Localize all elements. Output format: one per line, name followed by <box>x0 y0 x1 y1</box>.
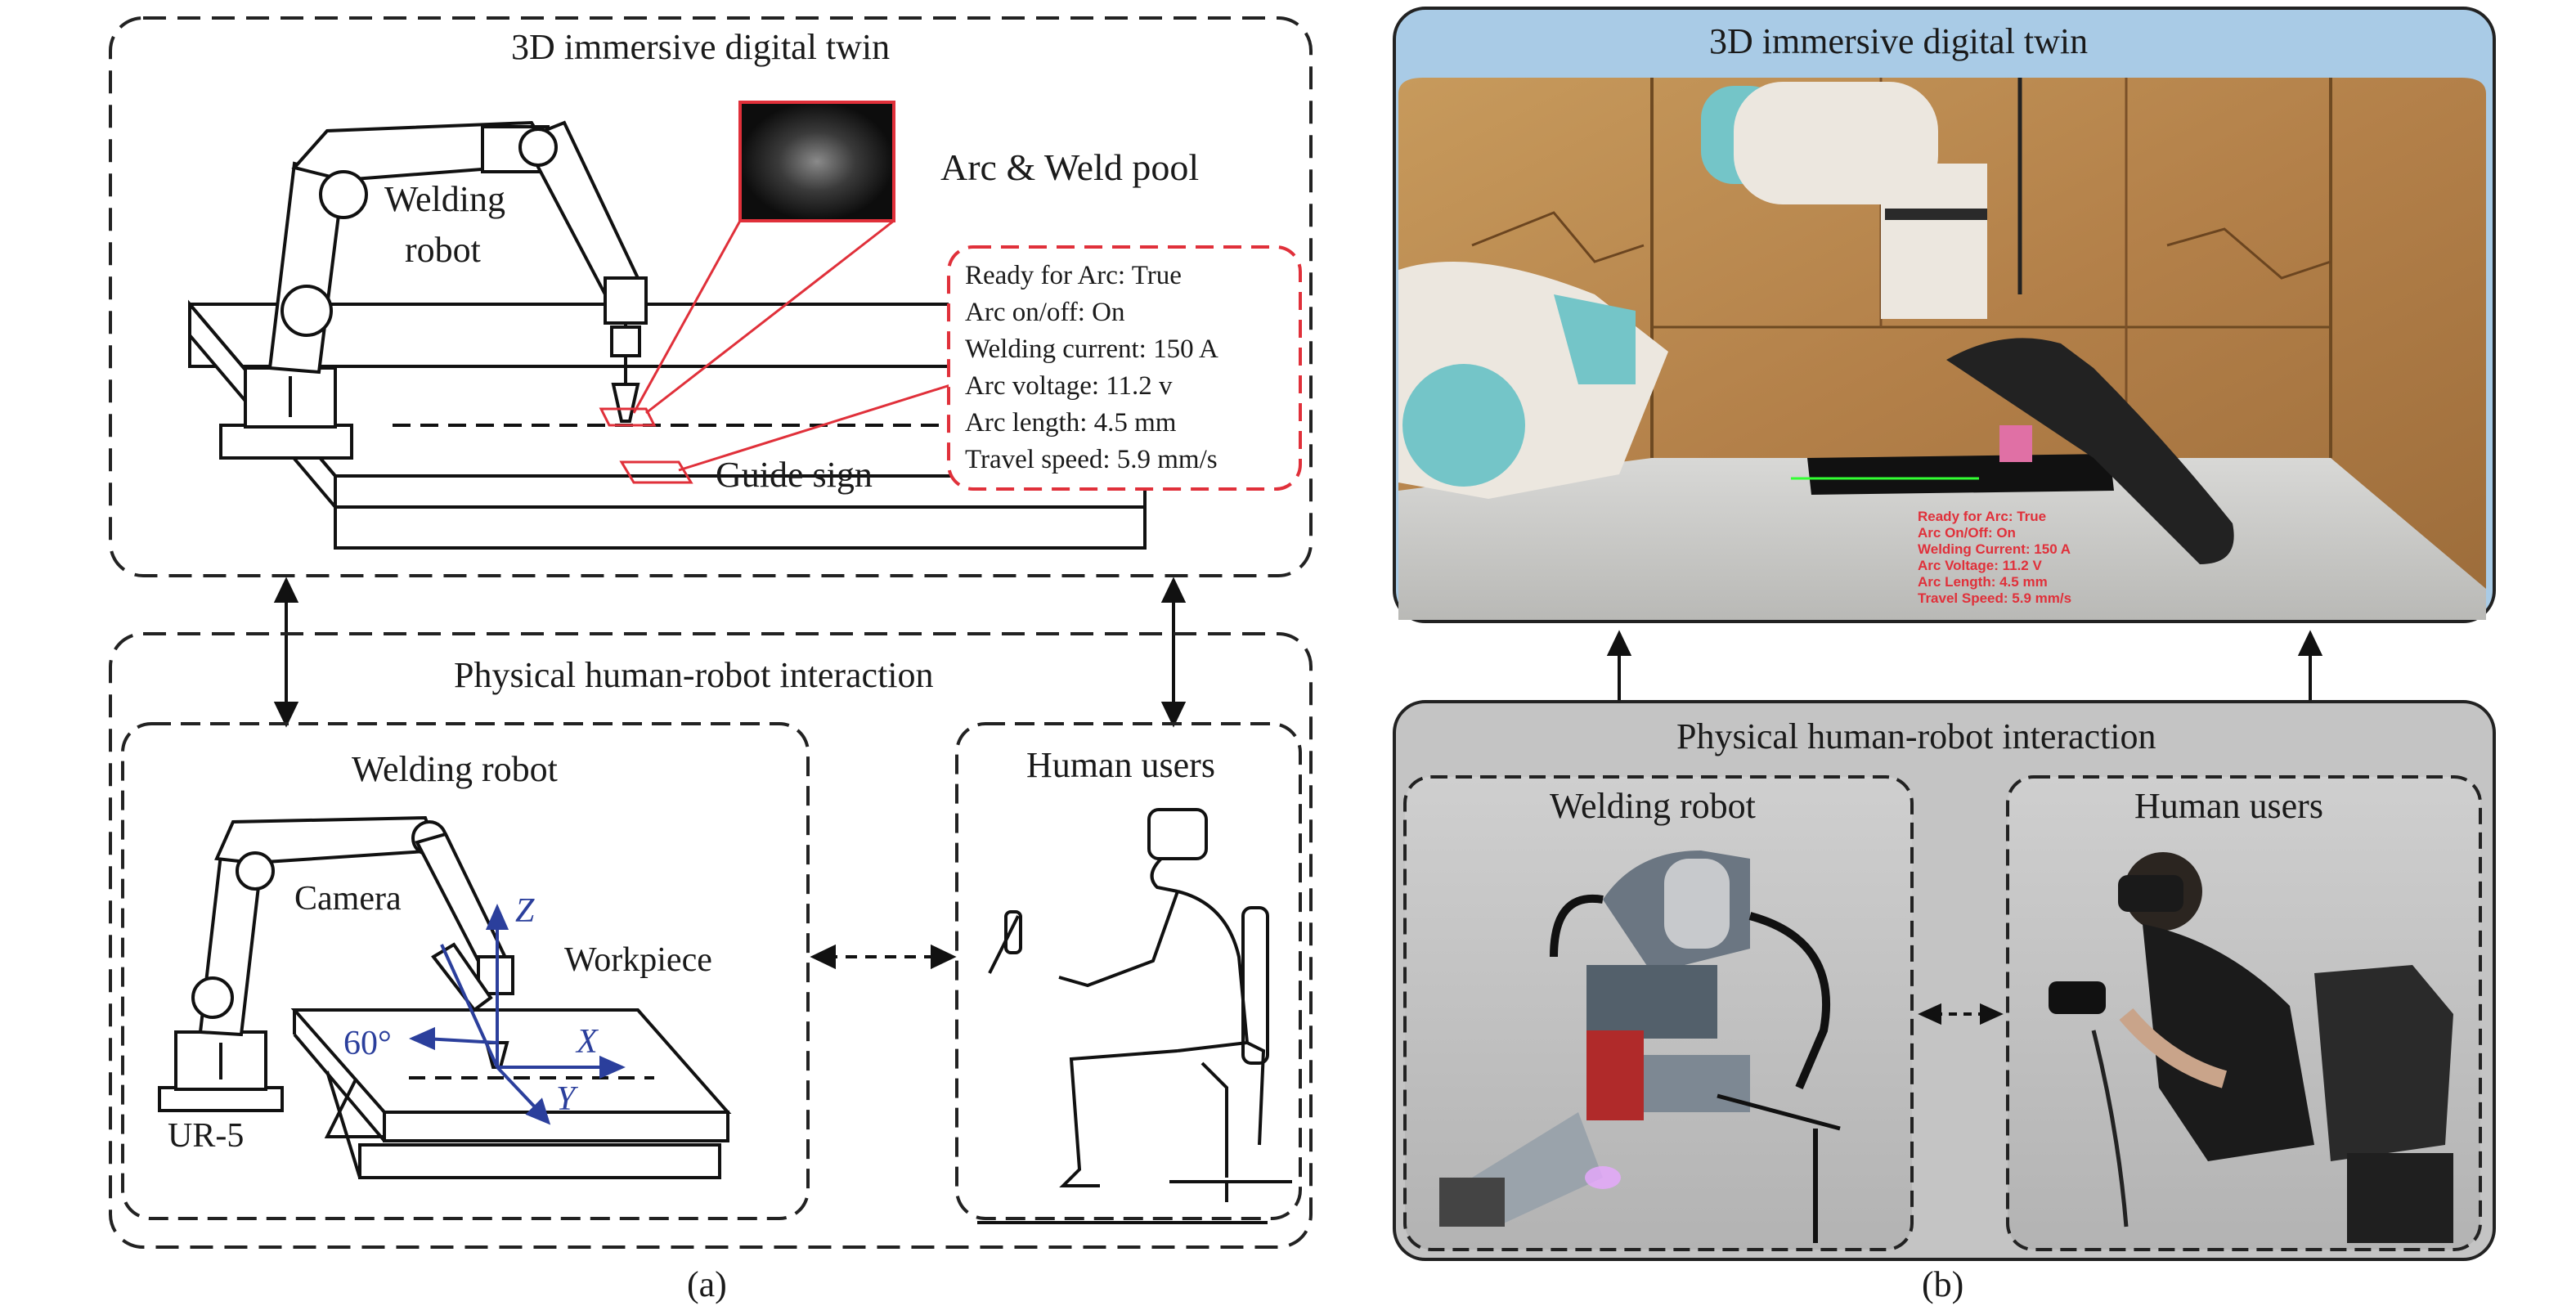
a-sub-human-users: Human users <box>1026 745 1215 785</box>
a-arc-weld-pool-label: Arc & Weld pool <box>940 146 1200 188</box>
b-vr-status-arc: Arc On/Off: On <box>1918 525 2016 541</box>
a-axes <box>409 904 626 1125</box>
a-sub-arrow <box>810 944 957 970</box>
a-status-current: Welding current: 150 A <box>965 334 1218 364</box>
a-interaction-box <box>109 632 1313 1249</box>
a-status-travel-speed: Travel speed: 5.9 mm/s <box>965 445 1218 474</box>
a-interaction-title: Physical human-robot interaction <box>454 655 934 695</box>
a-status-box <box>947 245 1302 491</box>
a-angle-label: 60° <box>343 1025 392 1062</box>
a-welding-robot-top <box>219 120 648 460</box>
a-human-figure <box>977 808 1292 1224</box>
a-welding-robot-bottom <box>158 815 732 1179</box>
a-twin-title: 3D immersive digital twin <box>511 27 891 67</box>
a-callout-line-1 <box>632 220 742 414</box>
a-status-list: Ready for Arc: True Arc on/off: On Weldi… <box>965 258 1292 478</box>
panel-b <box>1393 7 2496 1261</box>
b-human-photo <box>2049 852 2453 1243</box>
a-status-arc-on-off: Arc on/off: On <box>965 298 1125 327</box>
b-sub-welding-robot: Welding robot <box>1550 786 1756 826</box>
b-vr-status-ready: Ready for Arc: True <box>1918 509 2047 524</box>
b-interaction-title: Physical human-robot interaction <box>1676 716 2156 756</box>
a-guide-sign-label: Guide sign <box>716 455 873 495</box>
a-welding-label-2: robot <box>405 230 481 270</box>
a-axis-y: Y <box>556 1080 576 1118</box>
b-sub-human-users: Human users <box>2134 786 2323 826</box>
b-vr-status-voltage: Arc Voltage: 11.2 V <box>1918 558 2042 573</box>
b-vr-status-current: Welding Current: 150 A <box>1918 541 2071 557</box>
a-status-arc-length: Arc length: 4.5 mm <box>965 408 1177 438</box>
a-guide-sign-marker <box>619 460 693 484</box>
b-vr-status-list: Ready for Arc: True Arc On/Off: On Weldi… <box>1918 509 2163 607</box>
a-axis-z: Z <box>515 892 535 930</box>
a-workpiece-label: Workpiece <box>564 941 712 979</box>
b-twin-title: 3D immersive digital twin <box>1709 21 2089 61</box>
b-sub-arrow <box>1918 1003 2004 1026</box>
a-twin-box <box>109 16 1313 577</box>
b-vr-scene <box>1398 78 2486 620</box>
a-camera-label: Camera <box>294 880 402 918</box>
a-callout-line-2 <box>645 219 895 415</box>
a-status-ready: Ready for Arc: True <box>965 261 1182 290</box>
a-axis-x: X <box>577 1023 598 1061</box>
a-human-users-box <box>955 722 1302 1220</box>
a-welding-robot-box <box>121 722 810 1220</box>
a-welding-label-1: Welding <box>384 179 505 219</box>
a-ur5-label: UR-5 <box>168 1117 245 1155</box>
panel-a <box>109 16 1313 1249</box>
a-weld-spot <box>599 407 657 427</box>
b-robot-photo <box>1439 850 1841 1243</box>
b-vr-status-length: Arc Length: 4.5 mm <box>1918 574 2048 590</box>
a-sub-welding-robot: Welding robot <box>352 749 558 789</box>
a-status-voltage: Arc voltage: 11.2 v <box>965 371 1173 401</box>
a-guide-callout <box>678 383 954 472</box>
b-vr-status-speed: Travel Speed: 5.9 mm/s <box>1918 590 2072 606</box>
a-arc-weld-pool-image <box>738 101 895 222</box>
a-caption: (a) <box>687 1264 727 1304</box>
a-arrows <box>273 577 1187 728</box>
b-caption: (b) <box>1922 1264 1964 1304</box>
